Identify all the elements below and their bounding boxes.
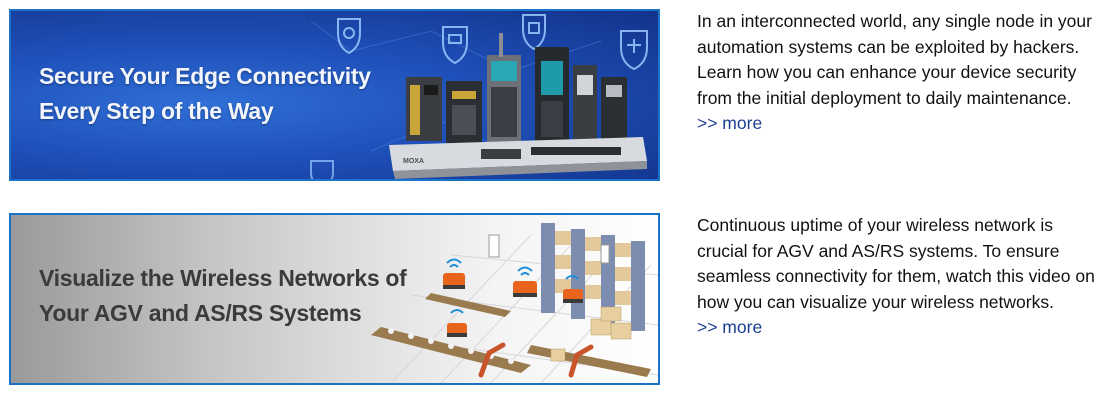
wireless-agv-description-text: Continuous uptime of your wireless netwo… (697, 215, 1095, 312)
storage-racks (541, 223, 645, 331)
agv-robots (443, 273, 583, 335)
shield-device-icon (522, 14, 546, 51)
promo-card-edge-security: MOXA Secure Your Edge Connectivity Every… (0, 0, 1114, 190)
edge-security-more-link[interactable]: >> more (697, 113, 763, 133)
promo-card-wireless-agv: Visualize the Wireless Networks of Your … (0, 205, 1114, 395)
robotic-arms (478, 342, 594, 378)
warehouse-illustration (370, 223, 658, 383)
edge-security-description-text: In an interconnected world, any single n… (697, 11, 1092, 108)
wireless-agv-headline: Visualize the Wireless Networks of Your … (39, 261, 407, 331)
edge-security-headline: Secure Your Edge Connectivity Every Step… (39, 59, 371, 129)
wifi-icon (446, 258, 579, 314)
edge-security-banner[interactable]: MOXA Secure Your Edge Connectivity Every… (9, 9, 660, 181)
industrial-devices-illustration (389, 33, 647, 179)
wireless-agv-description: Continuous uptime of your wireless netwo… (697, 213, 1107, 341)
shield-globe-icon (337, 18, 361, 55)
shield-network-icon (620, 30, 648, 71)
edge-security-banner-art: MOXA (310, 14, 648, 179)
wireless-agv-banner[interactable]: Visualize the Wireless Networks of Your … (9, 213, 660, 385)
banner-headline-line-1: Secure Your Edge Connectivity (39, 63, 371, 89)
banner-headline-line-2: Every Step of the Way (39, 98, 274, 124)
edge-security-description: In an interconnected world, any single n… (697, 9, 1107, 137)
device-brand-label: MOXA (403, 158, 424, 165)
shield-cloud-icon (310, 160, 334, 179)
wireless-agv-more-link[interactable]: >> more (697, 317, 763, 337)
banner-headline-line-1: Visualize the Wireless Networks of (39, 265, 407, 291)
shield-mail-icon (442, 26, 468, 65)
banner-headline-line-2: Your AGV and AS/RS Systems (39, 300, 362, 326)
